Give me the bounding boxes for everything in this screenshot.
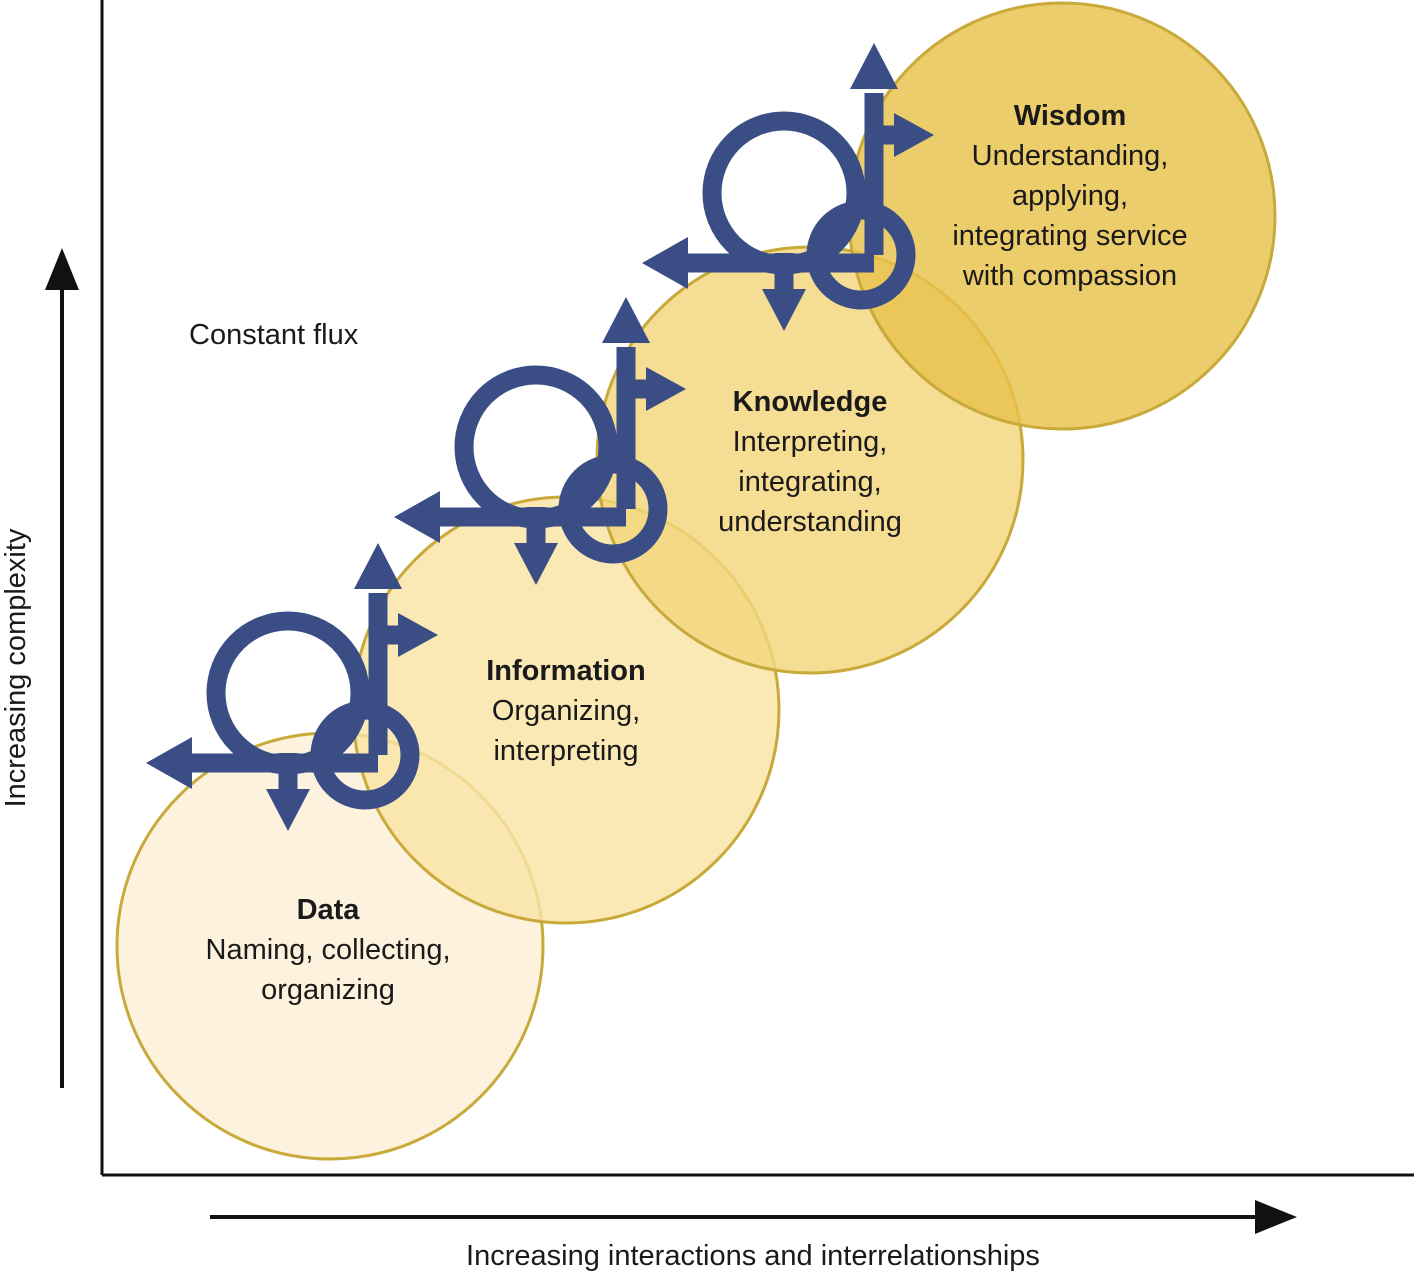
stage-desc-line: organizing	[261, 974, 395, 1006]
y-axis-label: Increasing complexity	[0, 528, 32, 807]
stage-desc-line: Naming, collecting,	[206, 934, 451, 966]
stage-desc-line: Interpreting,	[733, 426, 888, 458]
stage-wisdom-text: Wisdom Understanding, applying, integrat…	[952, 100, 1187, 292]
flux-label: Constant flux	[189, 319, 359, 351]
interactions-arrow	[210, 1200, 1297, 1234]
stage-desc-line: Organizing,	[492, 695, 640, 727]
complexity-arrow	[45, 248, 79, 1088]
stage-desc-line: integrating,	[738, 466, 882, 498]
stage-desc-line: integrating service	[952, 220, 1187, 252]
circle-wisdom	[847, 1, 1277, 431]
stage-title: Information	[486, 655, 646, 687]
stage-title: Knowledge	[733, 386, 888, 418]
stage-desc-line: Understanding,	[972, 140, 1169, 172]
stage-desc-line: applying,	[1012, 180, 1128, 212]
stage-desc-line: understanding	[718, 506, 902, 538]
stage-knowledge-text: Knowledge Interpreting, integrating, und…	[718, 386, 902, 538]
stage-desc-line: with compassion	[962, 260, 1177, 292]
stage-desc-line: interpreting	[493, 735, 638, 767]
stage-information-text: Information Organizing, interpreting	[486, 655, 646, 767]
stage-data-text: Data Naming, collecting, organizing	[206, 894, 451, 1006]
stage-title: Data	[297, 894, 361, 926]
x-axis-label: Increasing interactions and interrelatio…	[466, 1240, 1040, 1272]
stage-title: Wisdom	[1014, 100, 1127, 132]
